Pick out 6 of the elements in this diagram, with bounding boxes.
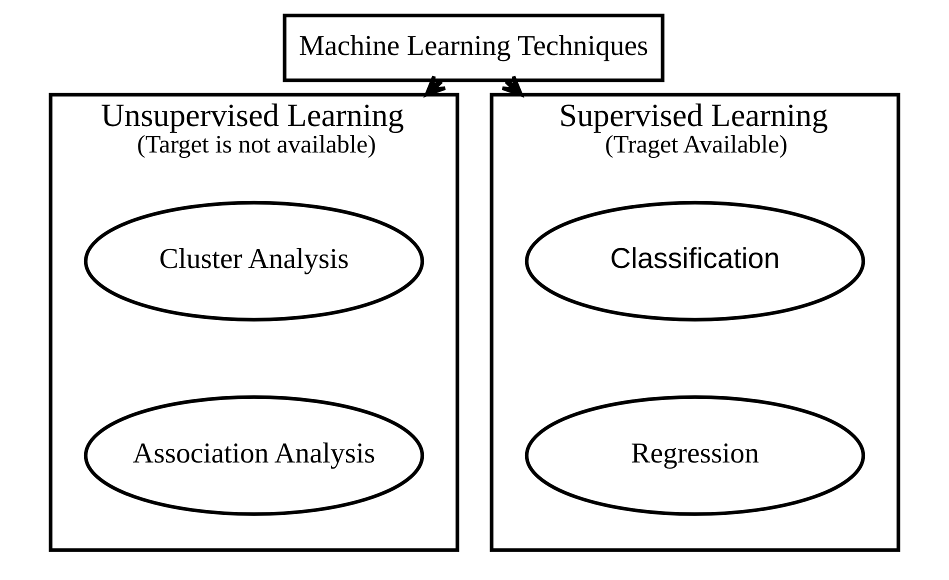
arrow (424, 74, 447, 96)
node-ellipse: Cluster Analysis (84, 200, 424, 322)
node-ellipse: Association Analysis (84, 395, 424, 516)
arrow (500, 74, 523, 96)
node-ellipse: Regression (524, 395, 866, 516)
node-ellipse: Classification (524, 200, 866, 322)
